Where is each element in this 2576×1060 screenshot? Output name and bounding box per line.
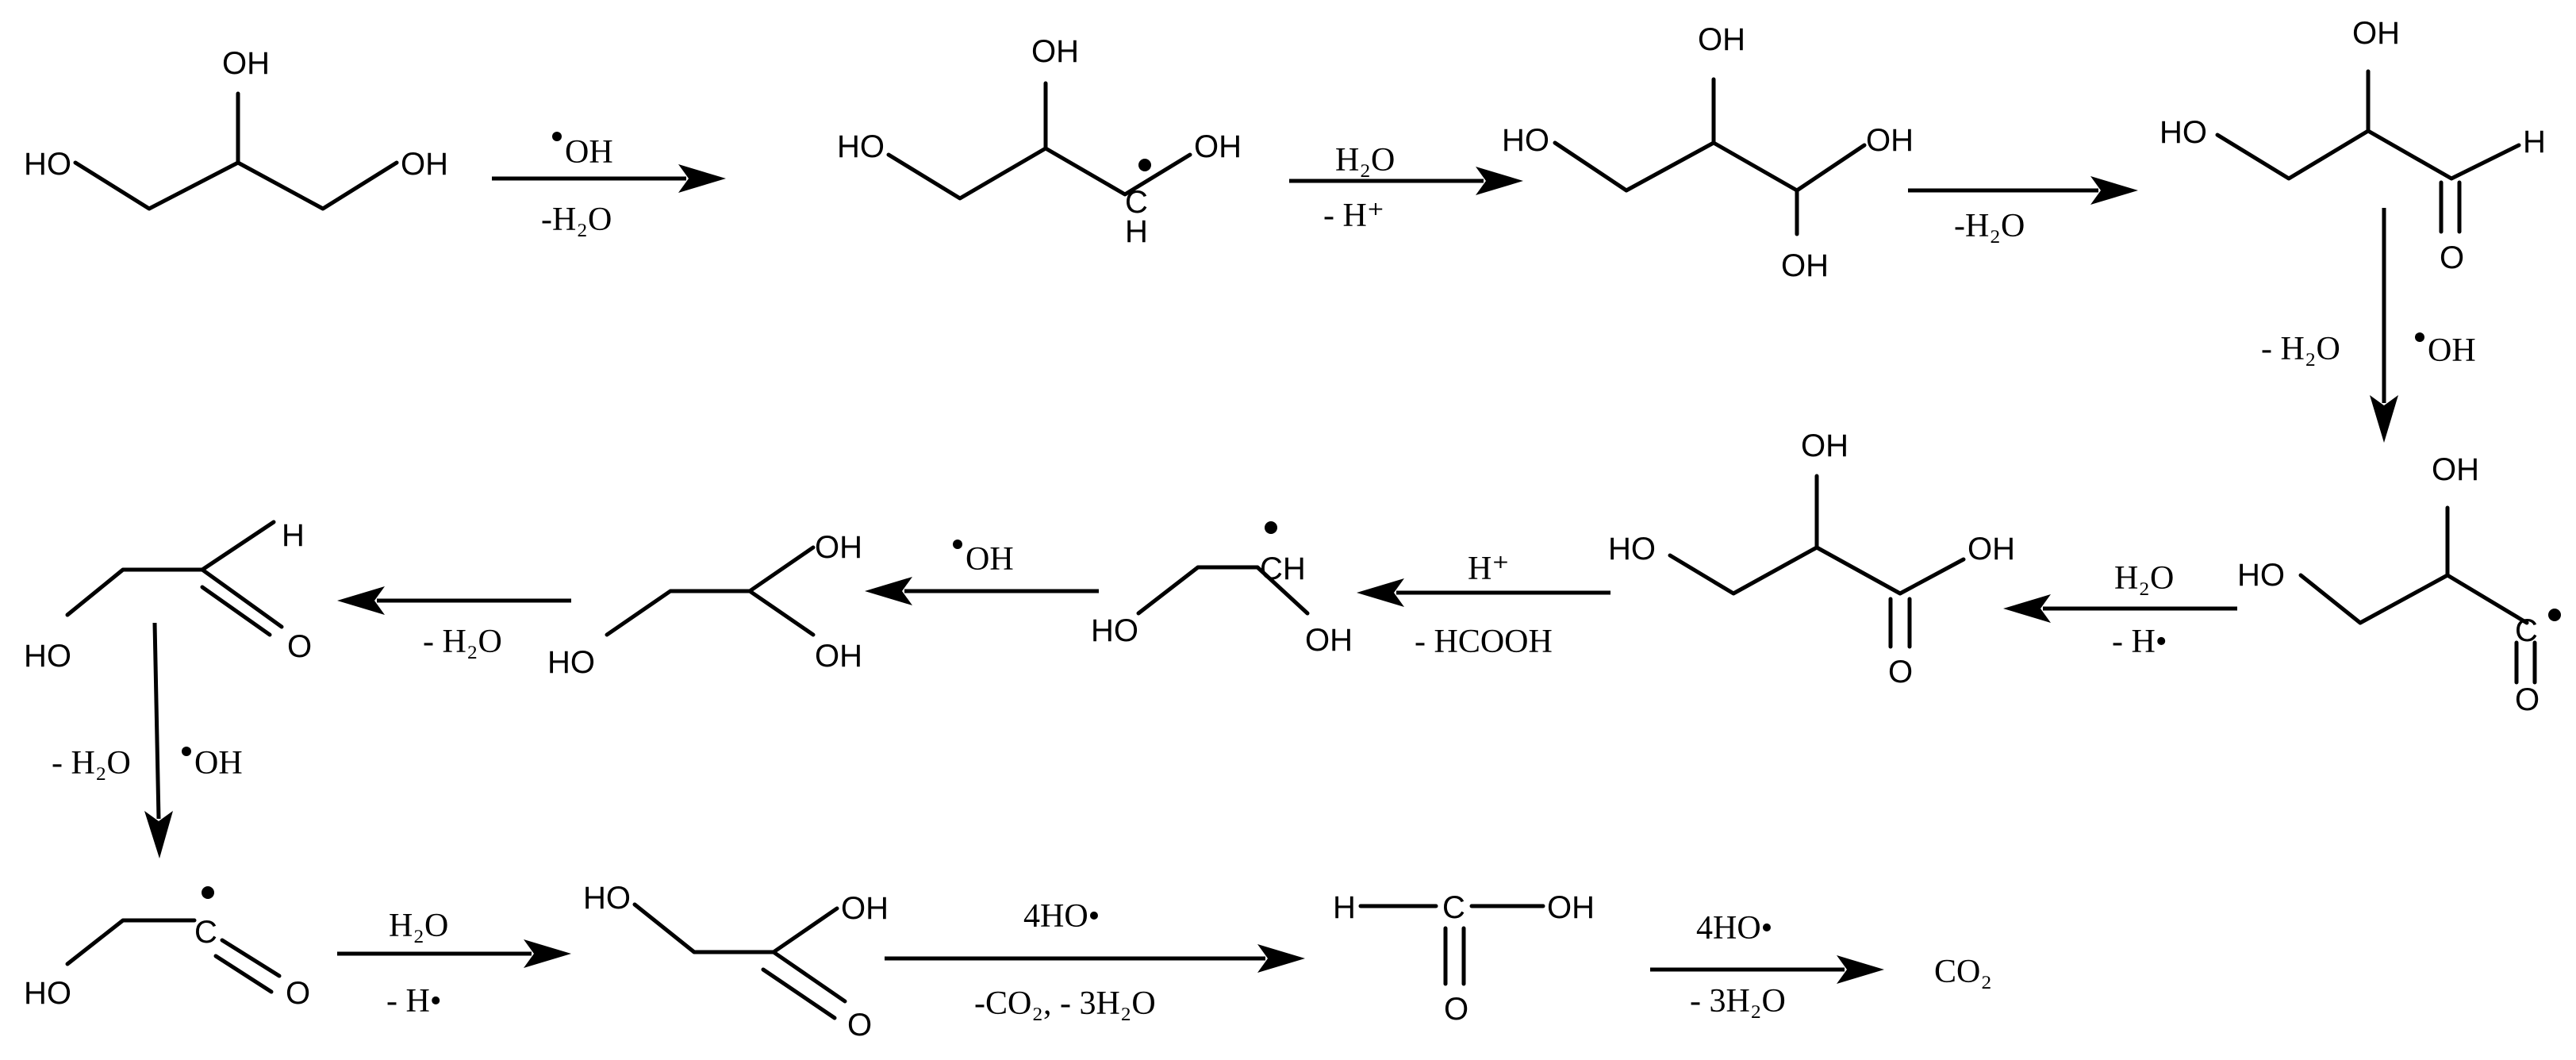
reagent-label: - H⁺ <box>1323 198 1384 234</box>
atom-label: HO <box>2237 558 2285 593</box>
atom-label: OH <box>815 530 862 565</box>
reaction-arrow <box>865 577 1099 605</box>
atom-label: HO <box>24 976 71 1011</box>
atom-label: H <box>2523 125 2546 159</box>
atom-label: OH <box>2432 452 2479 487</box>
reagent-label: - HCOOH <box>1415 624 1553 660</box>
atom-label: HO <box>2159 115 2207 150</box>
product-co2: CO₂ <box>1934 954 1992 990</box>
reagent-label: OH <box>966 541 1014 578</box>
radical-dot <box>1265 521 1277 534</box>
atom-label: OH <box>1547 890 1595 925</box>
reaction-arrow <box>144 622 173 858</box>
reagent-label: OH <box>194 745 243 782</box>
reagent-label: - 3H₂O <box>1690 983 1786 1020</box>
reagent-label: 4HO• <box>1023 898 1100 935</box>
atom-label: O <box>847 1008 872 1043</box>
reagent-label: OH <box>2428 332 2476 369</box>
atom-label: OH <box>1968 532 2015 566</box>
reagent-label: -H₂O <box>541 202 612 238</box>
reagent-label: - H• <box>2112 624 2167 660</box>
reagent-label: -H₂O <box>1954 208 2025 244</box>
reagent-label: H⁺ <box>1468 551 1510 587</box>
atom-label: O <box>2440 240 2464 275</box>
atom-label: HO <box>583 881 631 916</box>
reagent-label: -CO₂, - 3H₂O <box>974 985 1156 1022</box>
atom-label: OH <box>1305 623 1353 658</box>
atom-label: OH <box>1698 22 1745 57</box>
radical-dot <box>2548 609 2561 621</box>
molecule-ethane-triol: OH HO OH <box>547 530 862 680</box>
molecule-glycolaldehyde: H HO O <box>24 518 312 674</box>
reagent-label: OH <box>565 134 613 171</box>
reaction-arrow <box>885 944 1305 973</box>
reagent-label: - H₂O <box>52 745 131 782</box>
molecule-glyceraldehyde: OH HO H O <box>2159 16 2546 275</box>
atom-label: OH <box>2352 16 2400 51</box>
radical-dot <box>182 747 191 756</box>
radical-dot <box>953 540 962 549</box>
atom-label: H <box>1125 214 1148 249</box>
molecule-glycerol: OH HO OH <box>24 46 448 211</box>
reagent-label: H₂O <box>1335 142 1395 179</box>
molecule-glyceric-acid: OH HO OH O <box>1608 428 2015 689</box>
atom-label: C <box>1442 890 1465 925</box>
radical-dot <box>1138 159 1151 171</box>
atom-label: CH <box>1260 551 1306 586</box>
reagent-label: 4HO• <box>1696 910 1772 947</box>
atom-label: HO <box>547 645 595 680</box>
reagent-label: - H₂O <box>2261 331 2340 367</box>
atom-label: OH <box>1866 123 1914 158</box>
molecule-glycolic-acid: HO OH O <box>583 881 889 1043</box>
reaction-arrow <box>1908 176 2138 205</box>
reagent-label: - H• <box>386 983 442 1020</box>
reaction-arrow <box>1357 578 1610 607</box>
reaction-arrow <box>337 586 571 615</box>
atom-label: OH <box>1031 34 1079 69</box>
radical-dot <box>202 886 214 899</box>
atom-label: H <box>282 518 305 553</box>
reaction-arrow <box>337 939 571 968</box>
atom-label: OH <box>222 46 270 81</box>
radical-dot <box>552 132 562 141</box>
molecule-glycoloyl-radical: C HO O <box>24 886 310 1011</box>
atom-label: OH <box>1194 129 1242 164</box>
atom-label: O <box>286 976 310 1011</box>
molecule-gem-diol: OH HO OH OH <box>1502 22 1914 283</box>
reaction-arrow <box>492 164 726 193</box>
atom-label: O <box>287 629 312 664</box>
atom-label: HO <box>24 639 71 674</box>
atom-label: O <box>2515 682 2540 717</box>
molecule-hydroxyalkyl-radical: CH HO OH <box>1091 521 1353 658</box>
reaction-arrow <box>1289 167 1523 195</box>
radical-dot <box>2415 332 2424 342</box>
atom-label: O <box>1888 655 1913 689</box>
atom-label: HO <box>837 129 885 164</box>
molecule-formic-acid: H C OH O <box>1333 890 1595 1027</box>
reagent-label: - H₂O <box>423 624 502 660</box>
atom-label: OH <box>401 147 448 182</box>
atom-label: H <box>1333 890 1356 925</box>
molecule-acyl-radical: OH HO C O <box>2237 452 2561 717</box>
atom-label: C <box>1125 185 1148 220</box>
reaction-arrow <box>1650 955 1884 984</box>
atom-label: OH <box>1801 428 1849 463</box>
molecule-glycerol-radical: OH HO OH C H <box>837 34 1242 249</box>
reaction-arrow <box>2003 594 2237 623</box>
atom-label: OH <box>815 639 862 674</box>
atom-label: C <box>194 915 217 950</box>
atom-label: C <box>2515 613 2538 648</box>
atom-label: HO <box>1502 123 1549 158</box>
atom-label: OH <box>1781 248 1829 283</box>
reaction-arrow <box>2370 208 2398 443</box>
atom-label: O <box>1444 992 1468 1027</box>
reagent-label: H₂O <box>389 908 448 944</box>
atom-label: HO <box>24 147 71 182</box>
reagent-label: H₂O <box>2114 560 2174 597</box>
atom-label: HO <box>1091 613 1138 648</box>
atom-label: OH <box>841 891 889 926</box>
atom-label: HO <box>1608 532 1656 566</box>
